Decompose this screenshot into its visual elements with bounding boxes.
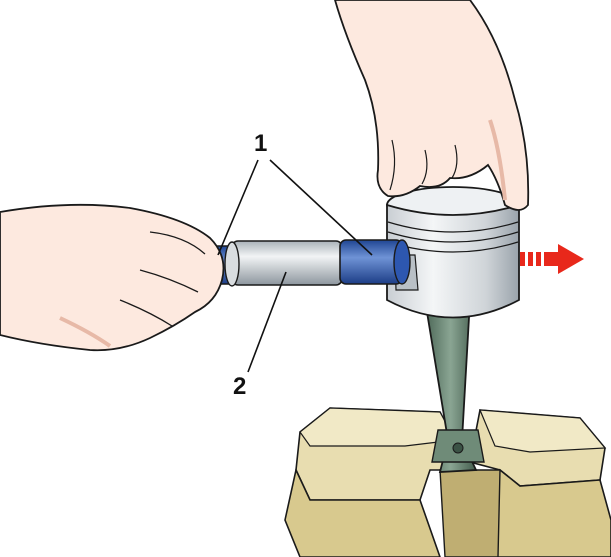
sleeve	[339, 239, 403, 285]
piston	[386, 186, 520, 319]
leader-2	[247, 271, 287, 373]
left-hand	[0, 203, 225, 352]
vise	[284, 407, 611, 557]
right-hand	[334, 0, 530, 211]
leader-1a	[217, 159, 259, 256]
leader-1b	[269, 159, 373, 256]
arrow-right-dashed-icon	[520, 244, 584, 274]
mandrel-assembly	[211, 239, 411, 287]
mandrel	[231, 240, 343, 286]
callout-label-2: 2	[233, 373, 247, 400]
vise-left-base	[284, 467, 441, 557]
callout-leaders	[217, 159, 373, 373]
callout-label-1: 1	[254, 130, 268, 157]
